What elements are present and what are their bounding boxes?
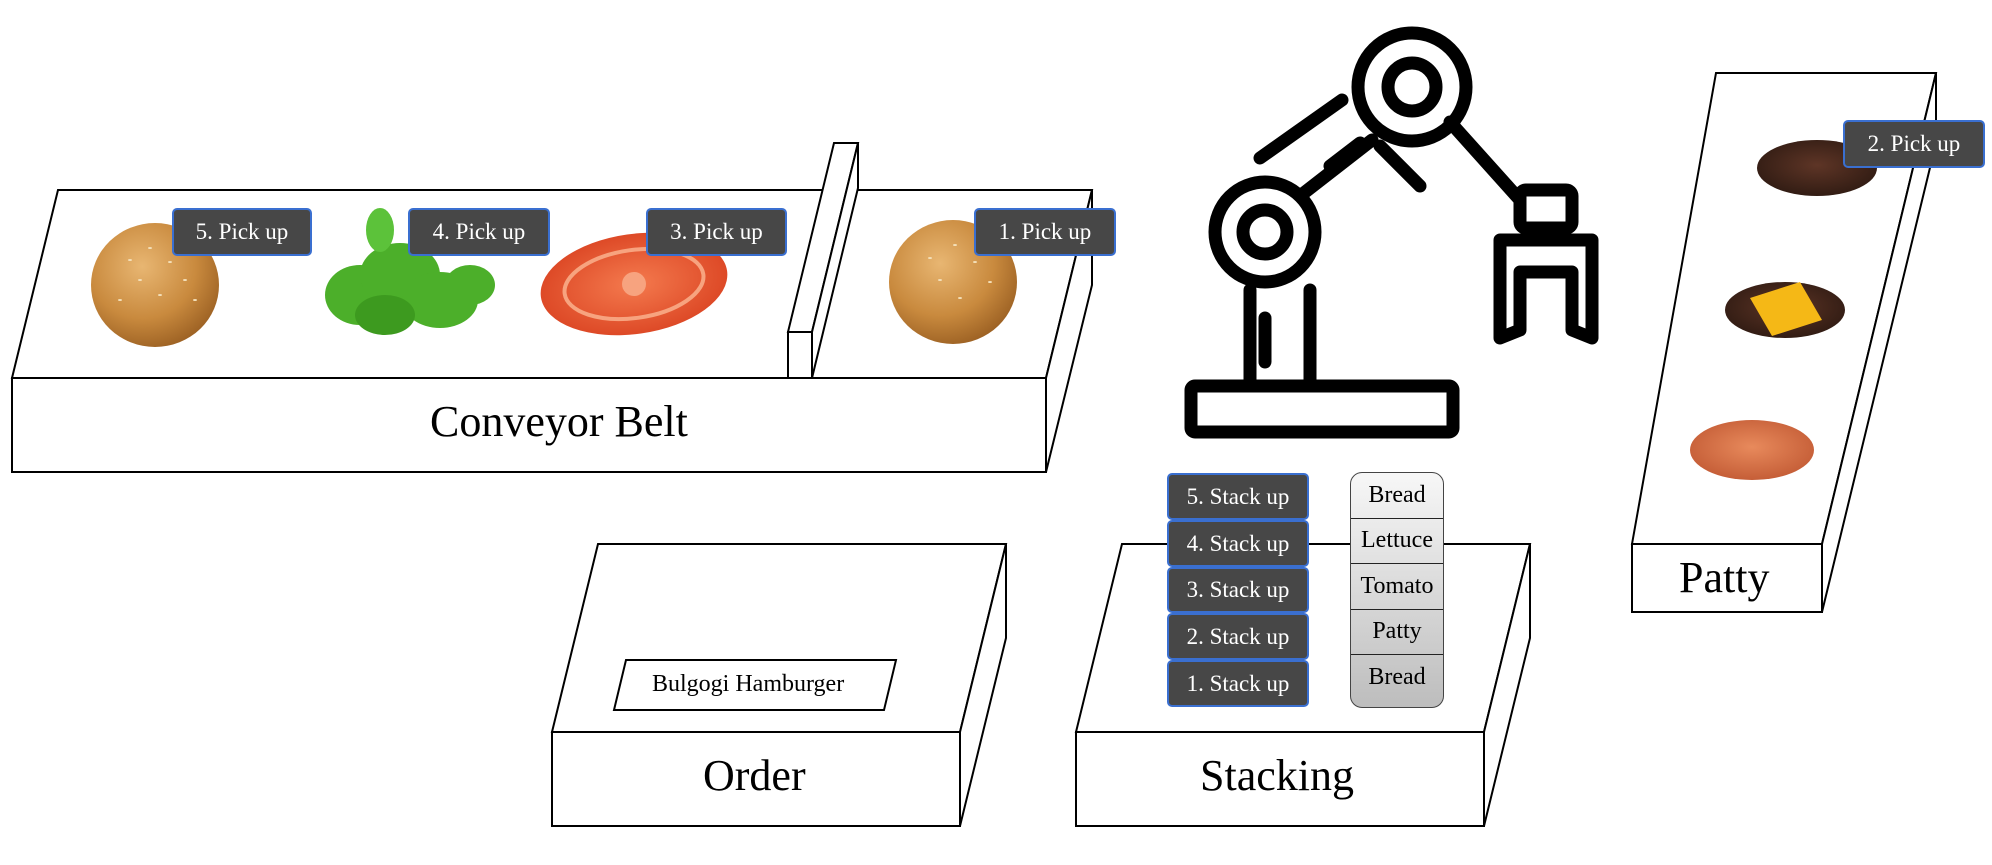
pick-up-button-5[interactable]: 5. Pick up [172, 208, 312, 256]
stack-up-button-1[interactable]: 1. Stack up [1167, 660, 1309, 707]
stack-up-button-5[interactable]: 5. Stack up [1167, 473, 1309, 520]
tomato-icon [540, 232, 728, 336]
conveyor-divider [786, 142, 860, 379]
lettuce-icon [325, 208, 495, 335]
pick-up-button-1[interactable]: 1. Pick up [974, 208, 1116, 256]
pick-up-button-2[interactable]: 2. Pick up [1843, 120, 1985, 168]
patty-title: Patty [1679, 553, 1770, 602]
pick-up-button-4[interactable]: 4. Pick up [408, 208, 550, 256]
raw-patty-icon [1690, 420, 1814, 480]
cheese-patty-icon [1725, 282, 1845, 338]
stack-layer: Lettuce [1351, 519, 1443, 564]
order-box [550, 543, 1008, 827]
robot-arm-icon [1184, 26, 1599, 439]
stack-up-button-2[interactable]: 2. Stack up [1167, 613, 1309, 660]
pick-up-button-3[interactable]: 3. Pick up [646, 208, 787, 256]
stack-layer: Bread [1351, 473, 1443, 519]
stack-up-button-4[interactable]: 4. Stack up [1167, 520, 1309, 567]
burger-stack: Bread Lettuce Tomato Patty Bread [1350, 472, 1444, 708]
stack-up-button-3[interactable]: 3. Stack up [1167, 567, 1309, 613]
order-card [612, 659, 898, 711]
stacking-title: Stacking [1200, 751, 1354, 800]
stack-layer: Patty [1351, 610, 1443, 655]
stack-layer: Bread [1368, 664, 1426, 691]
order-title: Order [703, 751, 806, 800]
stack-layer: Tomato [1351, 564, 1443, 610]
conveyor-belt-title: Conveyor Belt [430, 397, 688, 446]
order-text: Bulgogi Hamburger [652, 671, 845, 697]
